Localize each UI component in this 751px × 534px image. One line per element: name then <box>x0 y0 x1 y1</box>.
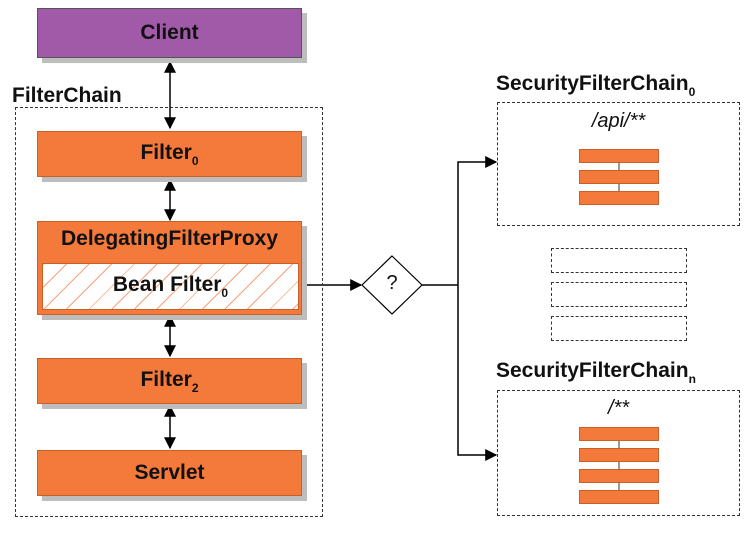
placeholder-chain-3 <box>551 316 687 341</box>
filter0-label: Filter0 <box>140 140 199 168</box>
chainn-filter-1 <box>579 427 659 441</box>
bean-filter-box: Bean Filter0 <box>42 263 299 310</box>
security-chain-n-subscript: n <box>688 372 696 386</box>
client-box: Client <box>37 8 302 58</box>
filter2-subscript: 2 <box>191 380 199 395</box>
placeholder-chain-1 <box>551 248 687 273</box>
chain0-filter-2 <box>579 170 659 184</box>
security-chain-0-title: SecurityFilterChain0 <box>496 72 696 99</box>
security-chain-0-subscript: 0 <box>688 85 696 99</box>
security-chain-0-pattern: /api/** <box>591 110 646 132</box>
filterchain-title: FilterChain <box>12 84 122 107</box>
decision-diamond <box>361 255 423 315</box>
security-chain-n-container <box>497 390 740 516</box>
servlet-box: Servlet <box>37 450 302 496</box>
branch-to-chainn <box>457 285 498 461</box>
chain0-filter-3 <box>579 191 659 205</box>
filter2-box: Filter2 <box>37 358 302 404</box>
security-chain-n-title: SecurityFilterChainn <box>496 359 696 386</box>
decision-label: ? <box>386 272 398 294</box>
bean-filter-label: Bean Filter0 <box>112 273 229 300</box>
chain0-filter-1 <box>579 149 659 163</box>
placeholder-chain-2 <box>551 282 687 307</box>
security-chain-0-container <box>497 102 740 226</box>
filterchain-container <box>15 107 323 517</box>
chainn-filter-4 <box>579 490 659 504</box>
servlet-label: Servlet <box>134 461 205 484</box>
filter0-box: Filter0 <box>37 131 302 177</box>
filter2-label: Filter2 <box>140 367 199 395</box>
delegating-filter-proxy-label: DelegatingFilterProxy <box>60 227 279 250</box>
bean-filter-subscript: 0 <box>221 286 229 300</box>
security-chain-n-pattern: /** <box>607 397 630 419</box>
filter0-subscript: 0 <box>191 153 199 168</box>
delegating-filter-proxy-box: DelegatingFilterProxy Bean Filter0 <box>37 221 302 315</box>
client-label: Client <box>140 21 199 44</box>
branch-to-chain0 <box>457 156 498 285</box>
chainn-filter-2 <box>579 448 659 462</box>
chainn-filter-3 <box>579 469 659 483</box>
